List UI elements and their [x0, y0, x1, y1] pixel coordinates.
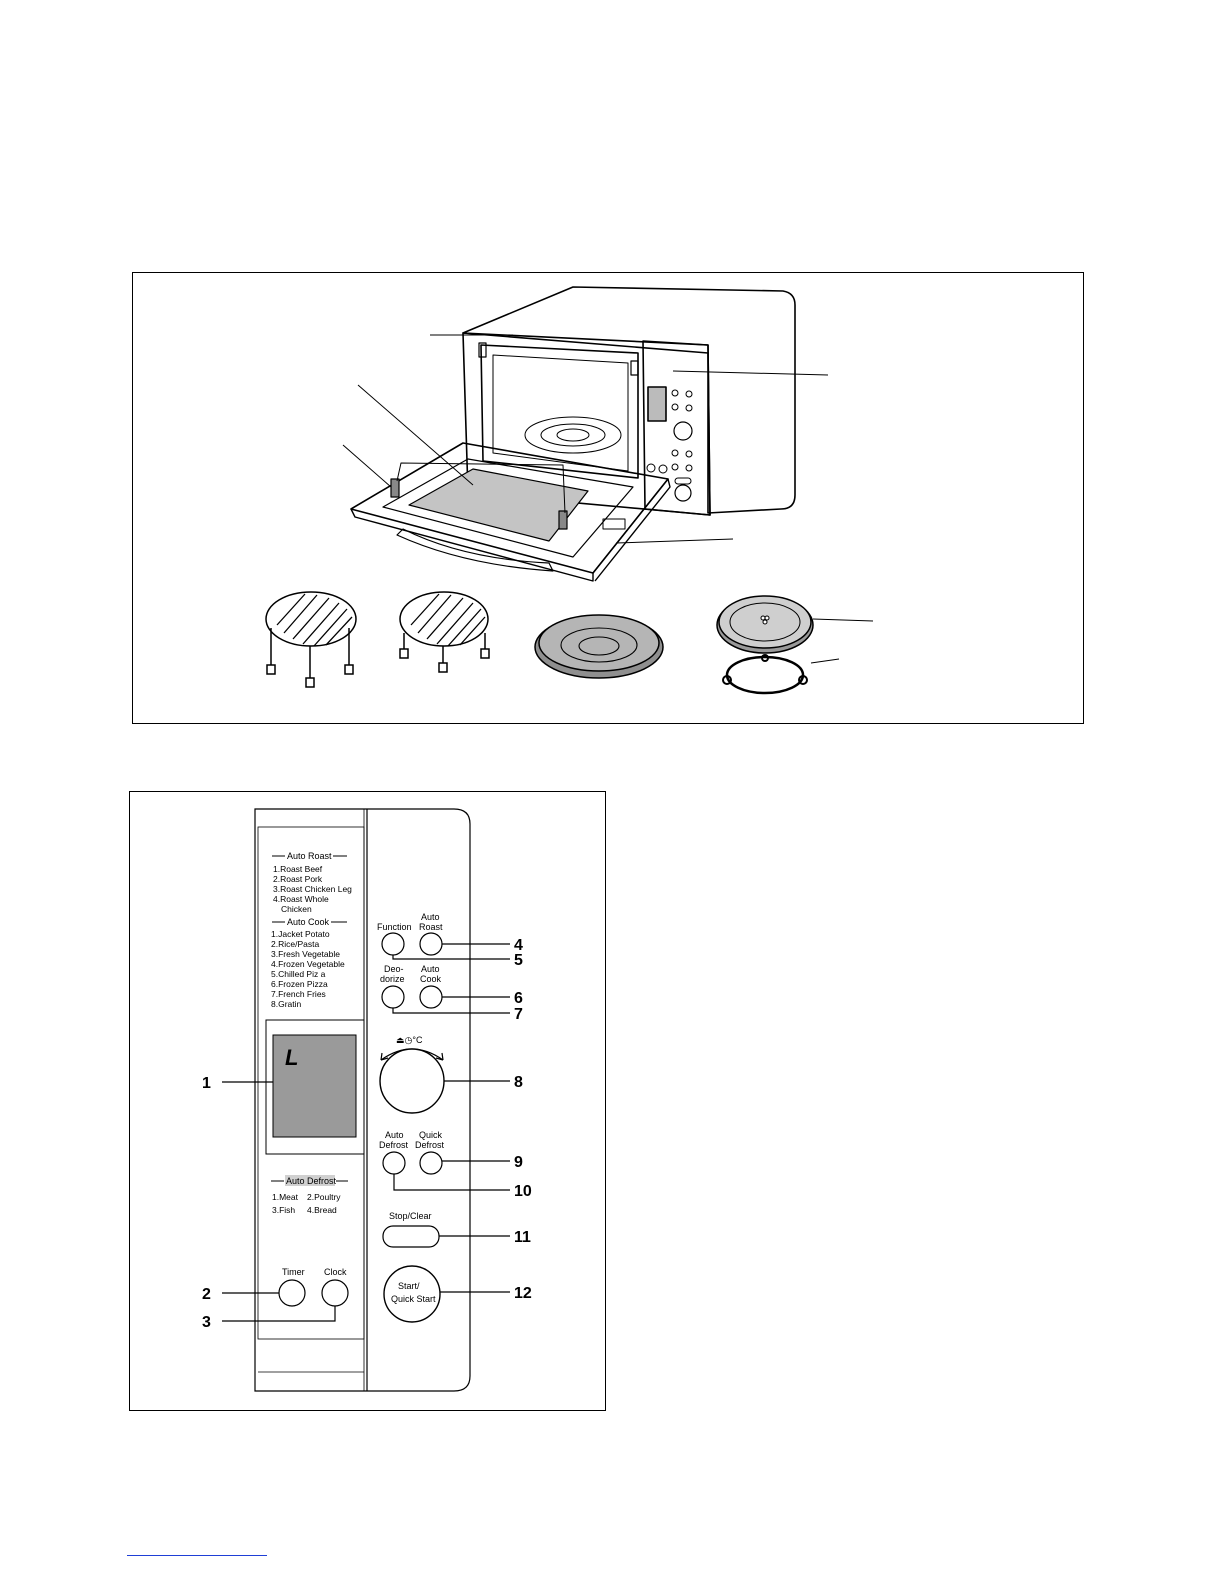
roller-ring: [722, 654, 808, 695]
function-button[interactable]: [381, 932, 405, 956]
auto-defrost-item-2: 2.Poultry: [307, 1192, 341, 1202]
control-panel-diagram: L Auto Roast 1.Roast Beef 2.Roast Pork 3…: [202, 808, 532, 1392]
auto-roast-label-1: Auto: [421, 912, 440, 922]
deodorize-button[interactable]: [381, 985, 405, 1009]
stop-clear-label: Stop/Clear: [389, 1211, 432, 1221]
callout-line-clip: [342, 444, 392, 488]
callout-10: 10: [514, 1183, 532, 1200]
auto-defrost-label-2: Defrost: [379, 1140, 409, 1150]
auto-roast-heading: Auto Roast: [287, 851, 332, 861]
callout-11: 11: [514, 1229, 531, 1246]
auto-defrost-item-1: 1.Meat: [272, 1192, 299, 1202]
auto-defrost-heading: Auto Defrost: [286, 1176, 337, 1186]
quick-defrost-label-1: Quick: [419, 1130, 443, 1140]
auto-cook-button[interactable]: [419, 985, 443, 1009]
callout-6: 6: [514, 990, 523, 1007]
auto-roast-item-3: 3.Roast Chicken Leg: [273, 884, 352, 894]
auto-cook-item-4: 4.Frozen Vegetable: [271, 959, 345, 969]
door-handle: [396, 528, 554, 572]
auto-cook-item-3: 3.Fresh Vegetable: [271, 949, 340, 959]
callout-line-panel: [672, 370, 829, 376]
auto-cook-heading: Auto Cook: [287, 917, 330, 927]
crusty-plate: [534, 614, 664, 679]
auto-cook-item-1: 1.Jacket Potato: [271, 929, 330, 939]
cavity-turntable: [524, 416, 622, 454]
auto-roast-item-2: 2.Roast Pork: [273, 874, 323, 884]
display-frame: [265, 1019, 365, 1155]
auto-cook-item-5: 5.Chilled Piz a: [271, 969, 326, 979]
display-text: L: [285, 1045, 298, 1070]
footer-rule: [127, 1555, 267, 1556]
control-panel-frame: L Auto Roast 1.Roast Beef 2.Roast Pork 3…: [129, 791, 606, 1411]
quick-defrost-button[interactable]: [419, 1151, 443, 1175]
auto-roast-label-2: Roast: [419, 922, 443, 932]
oven-cavity: [480, 344, 639, 479]
callout-8: 8: [514, 1074, 523, 1091]
timer-label: Timer: [282, 1267, 305, 1277]
auto-roast-item-4-cont: Chicken: [281, 904, 312, 914]
oven-illustration-frame: [132, 272, 1084, 724]
oven-display-window: [647, 386, 667, 422]
callout-5: 5: [514, 952, 523, 969]
callout-line-glass: [357, 384, 474, 486]
auto-cook-item-2: 2.Rice/Pasta: [271, 939, 319, 949]
oven-body: [462, 286, 796, 514]
low-rack: [399, 591, 490, 673]
callout-line-tray: [812, 618, 874, 622]
auto-defrost-item-4: 4.Bread: [307, 1205, 337, 1215]
display-screen: [272, 1034, 357, 1138]
quick-defrost-label-2: Defrost: [415, 1140, 445, 1150]
high-rack: [265, 591, 357, 688]
auto-cook-item-8: 8.Gratin: [271, 999, 302, 1009]
clock-label: Clock: [324, 1267, 347, 1277]
oven-illustration: [265, 286, 874, 695]
oven-dial: [673, 421, 693, 441]
auto-roast-button[interactable]: [419, 932, 443, 956]
panel-outline: [254, 808, 471, 1392]
callout-12: 12: [514, 1285, 532, 1302]
auto-cook-label-1: Auto: [421, 964, 440, 974]
auto-defrost-label-1: Auto: [385, 1130, 404, 1140]
callout-4: 4: [514, 937, 523, 954]
callout-7: 7: [514, 1006, 523, 1023]
auto-roast-item-4: 4.Roast Whole: [273, 894, 329, 904]
callout-line-door: [615, 538, 734, 544]
stop-clear-button[interactable]: [382, 1225, 440, 1248]
turntable-tray: [716, 595, 814, 654]
timer-button[interactable]: [278, 1279, 306, 1307]
clock-button[interactable]: [321, 1279, 349, 1307]
callout-9: 9: [514, 1154, 523, 1171]
auto-defrost-button[interactable]: [382, 1151, 406, 1175]
callout-3: 3: [202, 1314, 211, 1331]
deodorize-label-2: dorize: [380, 974, 405, 984]
dial-icons-label: ⏏◷°C: [396, 1035, 423, 1045]
callout-2: 2: [202, 1286, 211, 1303]
auto-cook-item-7: 7.French Fries: [271, 989, 326, 999]
oven-control-strip: [642, 340, 711, 516]
auto-cook-item-6: 6.Frozen Pizza: [271, 979, 328, 989]
control-dial[interactable]: [379, 1048, 445, 1114]
auto-cook-label-2: Cook: [420, 974, 442, 984]
start-label-2: Quick Start: [391, 1294, 436, 1304]
auto-defrost-item-3: 3.Fish: [272, 1205, 295, 1215]
auto-roast-item-1: 1.Roast Beef: [273, 864, 323, 874]
door-glass-window: [408, 468, 589, 542]
callout-1: 1: [202, 1075, 211, 1092]
start-quick-start-button[interactable]: [383, 1265, 441, 1323]
deodorize-label-1: Deo-: [384, 964, 404, 974]
function-label: Function: [377, 922, 412, 932]
start-label-1: Start/: [398, 1281, 420, 1291]
callout-line-ring: [810, 658, 840, 664]
